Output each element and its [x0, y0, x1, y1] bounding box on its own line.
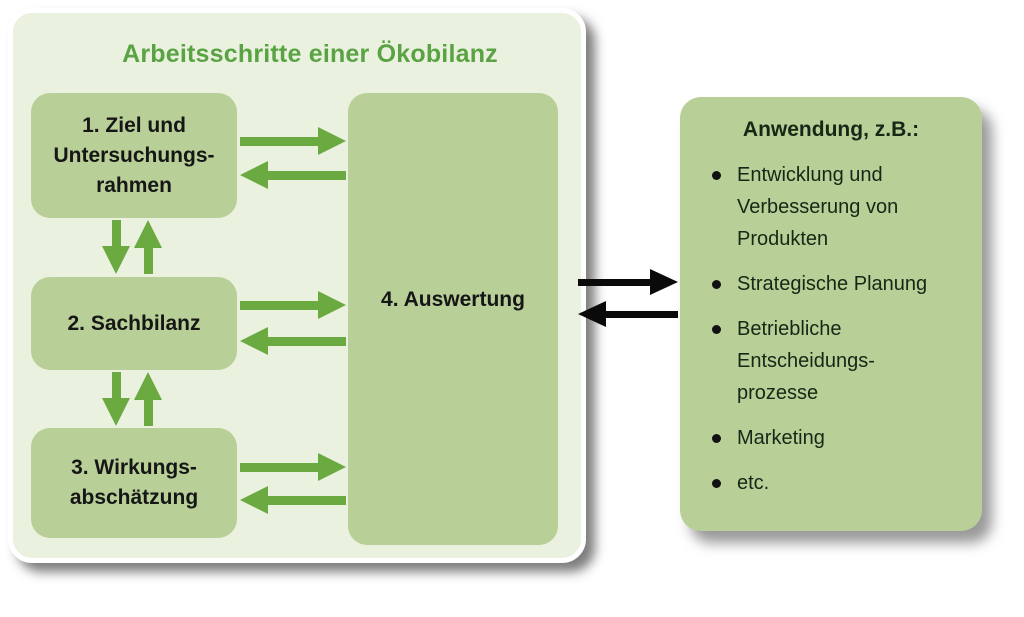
step-label: 4. Auswertung	[381, 288, 525, 311]
green-arrow-left-icon	[240, 161, 346, 189]
green-arrow-right-icon	[240, 291, 346, 319]
step-box-inventory: 2. Sachbilanz	[31, 277, 237, 370]
green-arrow-up-icon	[134, 372, 162, 426]
application-panel-title: Anwendung, z.B.:	[742, 118, 920, 141]
black-arrow-left-icon	[578, 301, 678, 327]
green-arrow-left-icon	[240, 327, 346, 355]
list-item-text: Betriebliche Entscheidungs- prozesse	[737, 318, 875, 404]
list-item: etc.	[712, 467, 964, 499]
list-item-text: Marketing	[737, 427, 825, 449]
step-box-interpretation: 4. Auswertung	[348, 93, 558, 545]
bullet-icon	[712, 479, 721, 488]
panel-title: Arbeitsschritte einer Ökobilanz	[122, 40, 498, 68]
bullet-icon	[712, 171, 721, 180]
bullet-icon	[712, 434, 721, 443]
step-box-goal-and-scope: 1. Ziel und Untersuchungs- rahmen	[31, 93, 237, 218]
green-arrow-up-icon	[134, 220, 162, 274]
bullet-icon	[712, 325, 721, 334]
green-arrow-down-icon	[102, 372, 130, 426]
green-arrow-right-icon	[240, 127, 346, 155]
list-item: Marketing	[712, 422, 964, 454]
step-label: 3. Wirkungs- abschätzung	[69, 456, 199, 509]
application-panel: Anwendung, z.B.: Entwicklung und Verbess…	[680, 97, 982, 531]
list-item: Betriebliche Entscheidungs- prozesse	[712, 313, 964, 409]
list-item: Entwicklung und Verbesserung von Produkt…	[712, 159, 964, 255]
list-item-text: etc.	[737, 472, 770, 494]
step-label: 2. Sachbilanz	[67, 311, 201, 335]
application-list: Entwicklung und Verbesserung von Produkt…	[712, 159, 964, 499]
list-item: Strategische Planung	[712, 268, 964, 300]
step-label: 1. Ziel und Untersuchungs- rahmen	[53, 113, 215, 197]
step-box-impact-assessment: 3. Wirkungs- abschätzung	[31, 428, 237, 538]
green-arrow-left-icon	[240, 486, 346, 514]
green-arrow-down-icon	[102, 220, 130, 274]
bullet-icon	[712, 280, 721, 289]
list-item-text: Entwicklung und Verbesserung von Produkt…	[737, 164, 899, 250]
green-arrow-right-icon	[240, 453, 346, 481]
list-item-text: Strategische Planung	[737, 273, 928, 295]
black-arrow-right-icon	[578, 269, 678, 295]
